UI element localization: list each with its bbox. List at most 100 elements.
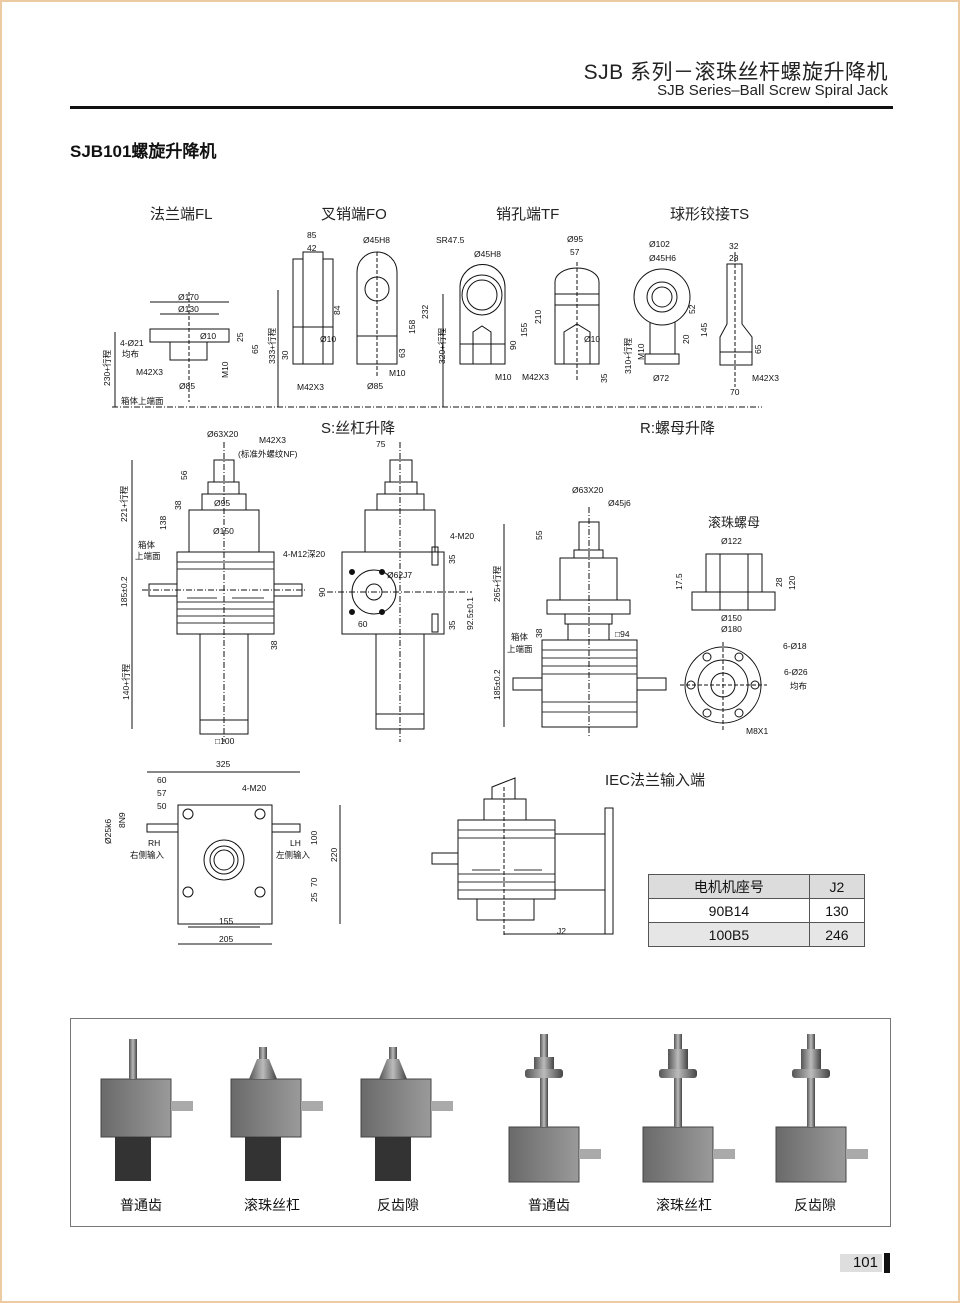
iec-flange-drawing [431, 777, 614, 937]
dimension-label-r: 箱体 [511, 632, 529, 642]
dimension-label-r: Ø45j6 [608, 498, 631, 508]
dimension-label-r: Ø63X20 [572, 485, 604, 495]
dimension-label-ballnut: Ø122 [721, 536, 742, 546]
jack-nut-flange-photo [659, 1069, 697, 1078]
dimension-label-top: 205 [219, 934, 234, 944]
dimension-label-tf: Ø10 [584, 334, 601, 344]
dimension-label-ballnut: 均布 [790, 681, 808, 691]
screw-lift-side-drawing [327, 442, 472, 742]
dimension-label-tf: 57 [570, 247, 580, 257]
dimension-label-fl: Ø170 [178, 292, 199, 302]
table-row: 90B14 130 [648, 898, 866, 923]
dimension-label-top: 左侧输入 [276, 850, 311, 860]
dimension-label-s: 35 [447, 554, 457, 564]
dimension-label-ts: 70 [730, 387, 740, 397]
dimension-label-s: Ø150 [213, 526, 234, 536]
dimension-label-s: M42X3 [259, 435, 286, 445]
dimension-label-fl: 均布 [122, 349, 140, 359]
dimension-label-fl: 4-Ø21 [120, 338, 144, 348]
view-title-iec: IEC法兰输入端 [605, 772, 706, 789]
dimension-label-fl: Ø10 [200, 331, 217, 341]
dimension-label-ballnut: M8X1 [746, 726, 769, 736]
dimension-label-top: 220 [329, 847, 339, 862]
dimension-label-fo: Ø10 [320, 334, 337, 344]
dimension-label-fl: 230+行程 [102, 349, 112, 386]
table-cell: 130 [808, 898, 866, 923]
dimension-label-s: Ø95 [214, 498, 231, 508]
page-number: 101 [840, 1254, 882, 1272]
dimension-label-ts: 145 [699, 322, 709, 337]
jack-input-shaft-photo [846, 1149, 868, 1159]
photo-caption: 滚珠丝杠 [656, 1197, 712, 1213]
dimension-label-s: 4-M20 [450, 531, 475, 541]
dimension-label-ts: 65 [753, 344, 763, 354]
dimension-label-r: □94 [615, 629, 630, 639]
dimension-label-top: 60 [157, 775, 167, 785]
jack-nut-photo [668, 1049, 688, 1069]
jack-nut-photo [534, 1057, 554, 1069]
page-number-bar [884, 1253, 890, 1273]
dimension-label-ts: 20 [681, 334, 691, 344]
jack-input-shaft-photo [301, 1101, 323, 1111]
dimension-label-top: 325 [216, 759, 231, 769]
product-photo-panel [70, 1018, 891, 1227]
dimension-label-top: 25 [309, 892, 319, 902]
dimension-label-fl: 箱体上端面 [121, 396, 164, 406]
dimension-label-fo: Ø85 [367, 381, 384, 391]
photo-caption: 普通齿 [528, 1197, 570, 1213]
dimension-label-tf: Ø95 [567, 234, 584, 244]
dimension-label-s: Ø62J7 [387, 570, 413, 580]
dimension-label-top: 4-M20 [242, 783, 267, 793]
clevis-end-fo-drawing [277, 251, 444, 407]
view-title-s: S:丝杠升降 [321, 420, 396, 437]
jack-input-shaft-photo [171, 1101, 193, 1111]
dimension-label-top: 70 [309, 877, 319, 887]
dimension-label-ts: 52 [687, 304, 697, 314]
dimension-label-s: 90 [317, 587, 327, 597]
jack-screw-photo [540, 1034, 548, 1127]
screw-lift-front-drawing [131, 442, 307, 742]
dimension-label-fl: 25 [235, 332, 245, 342]
jack-screw-photo [807, 1034, 815, 1127]
dimension-label-fo: 30 [280, 350, 290, 360]
dimension-label-ballnut: Ø150 [721, 613, 742, 623]
dimension-label-s: 92.5±0.1 [465, 596, 475, 630]
jack-protective-tube-photo [375, 1137, 411, 1181]
dimension-label-tf: Ø45H8 [474, 249, 501, 259]
dimension-label-s: 上端面 [135, 551, 161, 561]
photo-caption: 反齿隙 [794, 1197, 836, 1213]
header-title-en: SJB Series–Ball Screw Spiral Jack [657, 82, 888, 99]
dimension-label-s: □100 [215, 736, 235, 746]
view-title-r: R:螺母升降 [640, 420, 716, 437]
view-title-fo: 叉销端FO [321, 206, 387, 223]
dimension-label-fo: 63 [397, 348, 407, 358]
jack-ball-nut-photo [249, 1059, 277, 1079]
dimension-label-fo: 84 [332, 305, 342, 315]
dimension-label-top: 57 [157, 788, 167, 798]
dimension-label-top: 8N9 [117, 812, 127, 828]
jack-gearbox-photo [100, 1078, 172, 1138]
flange-end-fl-drawing [114, 292, 230, 407]
dimension-label-ts: M10 [636, 343, 646, 360]
dimension-label-r: 上端面 [507, 644, 533, 654]
dimension-label-s: 60 [358, 619, 368, 629]
view-title-fl: 法兰端FL [150, 206, 213, 223]
dimension-label-fo: M10 [389, 368, 406, 378]
dimension-label-s: 56 [179, 470, 189, 480]
view-title-ballnut: 滚珠螺母 [708, 515, 761, 530]
j2-dimension-table: 电机机座号 J2 90B14 130 100B5 246 [648, 874, 866, 947]
jack-nut-flange-photo [792, 1069, 830, 1078]
dimension-label-s: 箱体 [138, 540, 156, 550]
dimension-label-top: RH [148, 838, 161, 848]
dimension-label-ts: M42X3 [752, 373, 779, 383]
view-title-ts: 球形铰接TS [670, 206, 750, 223]
dimension-label-s: 4-M12深20 [283, 549, 326, 559]
dimension-label-ts: 28 [729, 253, 739, 263]
dimension-label-fl: Ø130 [178, 304, 199, 314]
section-title: SJB101螺旋升降机 [70, 142, 217, 161]
header-rule [70, 106, 893, 109]
dimension-label-tf: M42X3 [522, 372, 549, 382]
table-cell: 246 [808, 922, 866, 947]
